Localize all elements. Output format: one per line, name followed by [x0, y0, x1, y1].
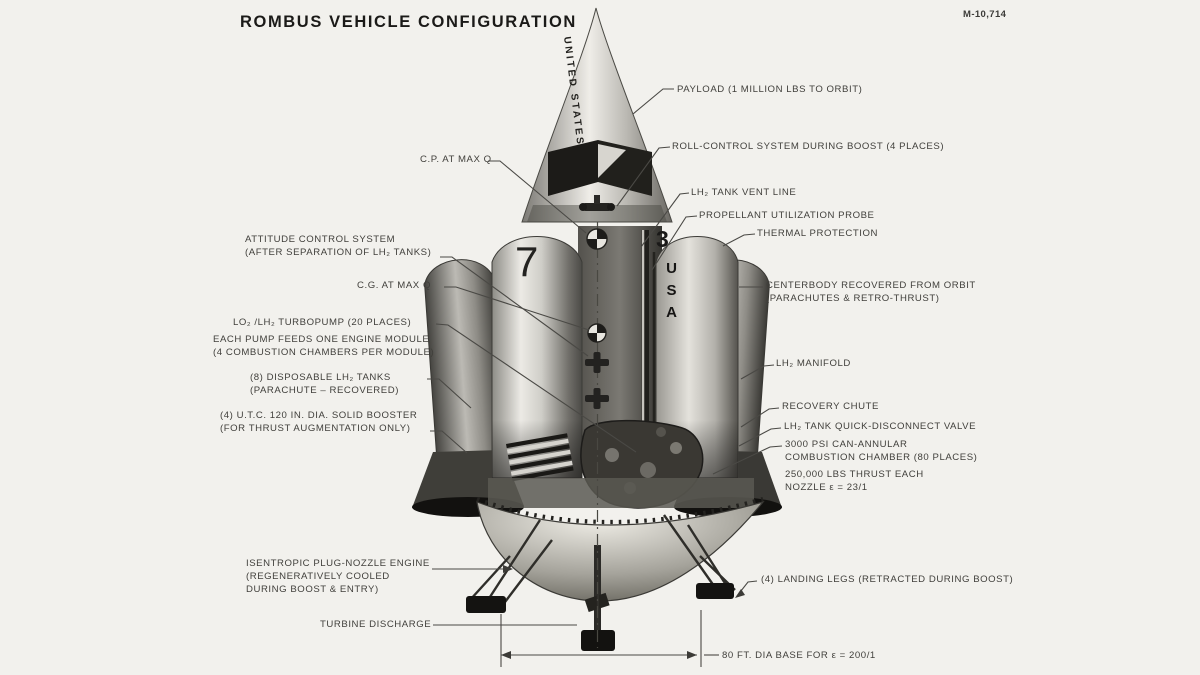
callout-pump-note: EACH PUMP FEEDS ONE ENGINE MODULE (4 COM…	[213, 333, 434, 359]
callout-utc-booster: (4) U.T.C. 120 IN. DIA. SOLID BOOSTER (F…	[220, 409, 417, 435]
document-number: M-10,714	[963, 9, 1007, 20]
callout-line: C.G. AT MAX Q	[357, 280, 431, 291]
callout-line: LO₂ /LH₂ TURBOPUMP (20 PLACES)	[233, 317, 412, 328]
callout-payload: PAYLOAD (1 MILLION LBS TO ORBIT)	[677, 83, 862, 96]
callout-line: ATTITUDE CONTROL SYSTEM	[245, 234, 396, 245]
callout-line: (4) LANDING LEGS (RETRACTED DURING BOOST…	[761, 574, 1014, 585]
callout-line: NOZZLE ε = 23/1	[785, 482, 868, 493]
callout-line: RECOVERY CHUTE	[782, 401, 879, 412]
dim-arrow-right	[687, 651, 697, 659]
right-tank-number: 3	[656, 226, 669, 252]
callout-line: (AFTER SEPARATION OF LH₂ TANKS)	[245, 247, 432, 258]
callout-cg-max-q: C.G. AT MAX Q	[357, 279, 431, 292]
attitude-thruster-cluster	[585, 352, 609, 409]
callout-line: TURBINE DISCHARGE	[320, 619, 432, 630]
callout-attitude-control: ATTITUDE CONTROL SYSTEM (AFTER SEPARATIO…	[245, 233, 431, 259]
callout-centerbody-recovered: CENTERBODY RECOVERED FROM ORBIT (PARACHU…	[766, 279, 976, 305]
landing-legs	[466, 514, 736, 651]
callout-line: ISENTROPIC PLUG-NOZZLE ENGINE	[246, 558, 430, 569]
callout-lh2-quick-disconnect: LH₂ TANK QUICK-DISCONNECT VALVE	[784, 420, 976, 433]
callout-cp-max-q: C.P. AT MAX Q	[420, 153, 492, 166]
bolt-ring	[476, 496, 764, 525]
callout-line: COMBUSTION CHAMBER (80 PLACES)	[785, 452, 978, 463]
callout-line: PROPELLANT UTILIZATION PROBE	[699, 210, 875, 221]
nose-cone	[521, 7, 673, 223]
roll-pattern-band	[548, 140, 598, 196]
right-tank-marking: USA	[663, 260, 680, 326]
callout-line: 80 FT. DIA BASE FOR ε = 200/1	[722, 650, 876, 661]
lh2-tank-left	[491, 236, 583, 482]
centerline	[579, 195, 615, 648]
callout-base-dimension: 80 FT. DIA BASE FOR ε = 200/1	[722, 649, 876, 662]
callout-line: (PARACHUTE – RECOVERED)	[250, 385, 399, 396]
callout-lh2-vent-line: LH₂ TANK VENT LINE	[691, 186, 796, 199]
callout-line: CENTERBODY RECOVERED FROM ORBIT	[766, 280, 976, 291]
callout-disposable-tanks: (8) DISPOSABLE LH₂ TANKS (PARACHUTE – RE…	[250, 371, 399, 397]
page-title: ROMBUS VEHICLE CONFIGURATION	[240, 13, 577, 31]
base-dimension	[500, 610, 719, 667]
callout-turbine-discharge: TURBINE DISCHARGE	[320, 618, 431, 631]
callout-lh2-manifold: LH₂ MANIFOLD	[776, 357, 851, 370]
callout-line: LH₂ TANK VENT LINE	[691, 187, 797, 198]
callout-line: THERMAL PROTECTION	[757, 228, 878, 239]
footpad-right	[696, 583, 734, 599]
callout-line: C.P. AT MAX Q	[420, 154, 492, 165]
left-tank-number: 7	[515, 238, 539, 285]
callout-line: 3000 PSI CAN-ANNULAR	[785, 439, 908, 450]
callout-isentropic-engine: ISENTROPIC PLUG-NOZZLE ENGINE (REGENERAT…	[246, 557, 430, 596]
callout-line: (PARACHUTES & RETRO-THRUST)	[766, 293, 940, 304]
flag-stripes	[506, 433, 574, 482]
callout-line: PAYLOAD (1 MILLION LBS TO ORBIT)	[677, 84, 863, 95]
footpad-left	[466, 596, 506, 613]
callout-line: (4 COMBUSTION CHAMBERS PER MODULE)	[213, 347, 435, 358]
callout-line: LH₂ TANK QUICK-DISCONNECT VALVE	[784, 421, 977, 432]
dim-arrow-left	[501, 651, 511, 659]
cg-marker	[587, 323, 607, 343]
callout-line: EACH PUMP FEEDS ONE ENGINE MODULE	[213, 334, 430, 345]
roll-thruster-cluster	[579, 195, 615, 211]
callout-line: DURING BOOST & ENTRY)	[246, 584, 379, 595]
callout-propellant-probe: PROPELLANT UTILIZATION PROBE	[699, 209, 875, 222]
callout-line: (FOR THRUST AUGMENTATION ONLY)	[220, 423, 411, 434]
cp-marker	[586, 228, 608, 250]
callout-line: LH₂ MANIFOLD	[776, 358, 851, 369]
callout-combustion-chamber: 3000 PSI CAN-ANNULAR COMBUSTION CHAMBER …	[785, 438, 977, 494]
callout-line: 250,000 LBS THRUST EACH	[785, 469, 924, 480]
callout-recovery-chute: RECOVERY CHUTE	[782, 400, 879, 413]
callout-turbopump: LO₂ /LH₂ TURBOPUMP (20 PLACES)	[233, 316, 411, 329]
callout-line: (REGENERATIVELY COOLED	[246, 571, 390, 582]
arrowhead	[503, 565, 513, 573]
leader-lines	[427, 88, 783, 626]
callout-roll-control: ROLL-CONTROL SYSTEM DURING BOOST (4 PLAC…	[672, 140, 944, 153]
plug-nozzle	[476, 478, 765, 631]
arrowhead	[735, 589, 745, 598]
callout-line: ROLL-CONTROL SYSTEM DURING BOOST (4 PLAC…	[672, 141, 945, 152]
callout-line: (4) U.T.C. 120 IN. DIA. SOLID BOOSTER	[220, 410, 418, 421]
callout-landing-legs: (4) LANDING LEGS (RETRACTED DURING BOOST…	[761, 573, 1013, 586]
callout-thermal-protection: THERMAL PROTECTION	[757, 227, 878, 240]
callout-line: (8) DISPOSABLE LH₂ TANKS	[250, 372, 391, 383]
